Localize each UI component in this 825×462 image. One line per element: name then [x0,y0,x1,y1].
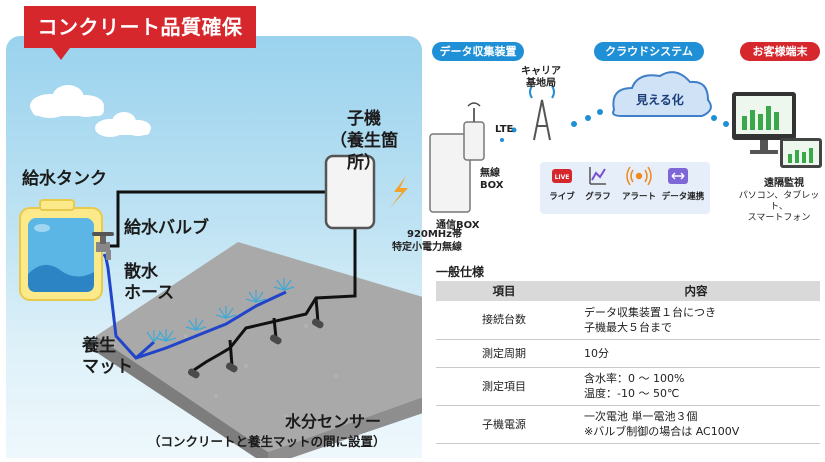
child-unit-icon [324,154,376,230]
sprinkler-hose-label-line: 散水 [124,262,158,282]
monitor-icon [732,92,796,154]
cloud-icon [612,71,712,117]
spec-column-header: 項目 [436,281,572,301]
sensor-note-label: （コンクリートと養生マットの間に設置） [148,434,386,449]
radio-band-label: 920MHz帯 特定小電力無線 [366,228,462,254]
spec-content-cell: 一次電池 単一電池３個 ※バルブ制御の場合は AC100V [572,405,820,444]
concrete-slab [96,242,422,458]
sprinkler-hose-label-line: ホース [124,283,175,303]
title-banner-tail [52,48,70,60]
table-row: 接続台数 データ収集装置１台につき 子機最大５台まで [436,301,820,340]
signal-dots [500,109,729,142]
graph-icon [589,167,606,185]
lte-label: LTE [495,124,514,135]
curing-mat-label-line: マット [82,357,133,377]
spec-content-cell: 10分 [572,339,820,368]
collector-pill: データ収集装置 [432,42,524,61]
spec-content-line: データ収集装置１台につき [584,305,716,319]
carrier-label-line: キャリア [521,66,561,77]
carrier-label: キャリア 基地局 [516,66,566,90]
spec-content-cell: データ収集装置１台につき 子機最大５台まで [572,301,820,340]
table-row: 子機電源 一次電池 単一電池３個 ※バルブ制御の場合は AC100V [436,405,820,444]
feature-data-link-label: データ連携 [661,192,705,202]
visualize-label: 見える化 [635,92,684,107]
cloud-system-pill: クラウドシステム [594,42,704,61]
water-valve-icon [92,232,114,260]
wireless-box-label-line: 無線 [480,168,500,179]
spec-content-line: 10分 [584,346,609,360]
spec-content-line: 子機最大５台まで [584,320,672,334]
moisture-sensor-label: 水分センサー [285,412,382,431]
water-valve-label: 給水バルブ [124,218,209,238]
water-tank-label: 給水タンク [22,169,107,189]
table-row: 測定周期 10分 [436,339,820,368]
curing-mat-label: 養生 マット [82,336,133,378]
scene-illustration [6,36,422,458]
cloud-icon [30,85,104,118]
feature-panel: LIVE ライブ グラフ アラート データ連携 [540,162,710,214]
devices-label: パソコン、タブレット、 スマートフォン [733,191,825,224]
spec-item-cell: 子機電源 [436,405,572,444]
spec-content-cell: 含水率：0 〜 100% 温度：-10 〜 50℃ [572,367,820,406]
child-unit-label: 子機 （養生箇所） [322,108,406,174]
carrier-tower-icon [529,85,555,141]
comm-box-icon [429,133,471,213]
sprinkler-icon [146,278,295,343]
spec-content-line: 一次電池 単一電池３個 [584,410,698,423]
radio-band-label-line: 特定小電力無線 [392,242,462,253]
system-flow-drawing: 見える化 [429,71,822,213]
child-unit-label-line: 子機 [347,109,381,129]
lightning-icon [390,176,408,208]
alert-icon [626,166,652,186]
spec-table: 項目 内容 接続台数 データ収集装置１台につき 子機最大５台まで 測定周期 10… [436,281,820,444]
live-icon: LIVE [552,169,572,183]
feature-graph-label: グラフ [585,192,611,202]
tablet-icon [780,138,822,168]
customer-pill: お客様端末 [740,42,820,61]
svg-text:LIVE: LIVE [555,174,570,181]
wireless-box-icon [463,102,485,161]
spec-heading: 一般仕様 [436,265,485,279]
feature-alert-label: アラート [621,192,656,202]
spec-header-row: 項目 内容 [436,281,820,301]
feature-live-label: ライブ [549,192,575,202]
spec-content-line: 含水率：0 〜 100% [584,372,685,385]
remote-monitor-label: 遠隔監視 [764,178,804,189]
data-link-icon [668,168,688,184]
curing-mat-label-line: 養生 [82,336,116,356]
wireless-box-label-line: BOX [480,180,504,191]
sensor-cable [193,224,357,372]
devices-label-line: パソコン、タブレット、 [738,191,820,212]
spec-item-cell: 測定項目 [436,367,572,406]
spec-item-cell: 接続台数 [436,301,572,340]
scene-drawing [19,85,422,458]
spec-column-header: 内容 [572,281,820,301]
comm-box-label: 通信BOX [436,220,480,231]
child-unit-label-line: （養生箇所） [330,131,398,173]
valve-cable [110,190,326,248]
sprinkler-hose [102,253,287,360]
title-banner: コンクリート品質確保 [24,6,256,48]
carrier-label-line: 基地局 [526,78,556,89]
water-tank-icon [19,199,103,301]
table-row: 測定項目 含水率：0 〜 100% 温度：-10 〜 50℃ [436,367,820,406]
sprinkler-hose-label: 散水 ホース [124,262,174,304]
spec-content-line: 温度：-10 〜 50℃ [584,387,680,400]
cloud-icon [95,112,151,137]
feature-icons: LIVE [552,166,688,186]
devices-label-line: スマートフォン [747,213,811,223]
wireless-box-label: 無線 BOX [480,168,503,192]
radio-band-label-line: 920MHz帯 [406,229,462,240]
sensor-icon [187,318,324,379]
spec-content-line: ※バルブ制御の場合は AC100V [584,425,740,438]
spec-item-cell: 測定周期 [436,339,572,368]
